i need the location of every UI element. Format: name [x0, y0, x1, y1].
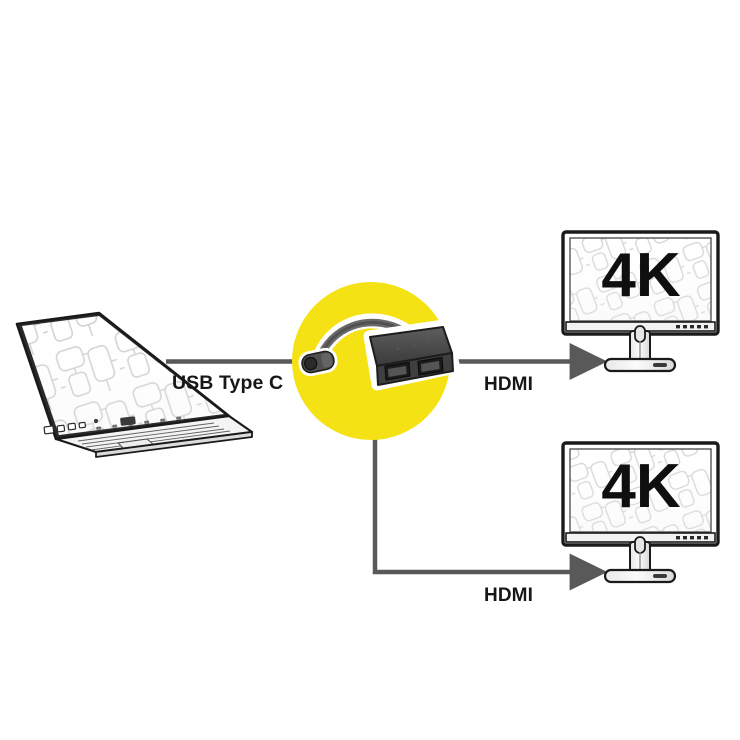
- monitor-bottom-controls[interactable]: [676, 536, 708, 540]
- usb-c-to-dual-hdmi-adapter: [298, 313, 461, 391]
- laptop-webcam-icon: [93, 418, 99, 424]
- laptop-illustration: [15, 311, 254, 458]
- adapter-hdmi-port-1: [384, 361, 411, 381]
- adapter-hdmi-port-2: [417, 356, 444, 376]
- monitor-top: [561, 230, 720, 373]
- connection-label-usb-c: USB Type C: [172, 372, 284, 394]
- laptop-screen: [15, 311, 231, 441]
- connection-line-hdmi-bottom: [372, 436, 608, 591]
- monitor-bottom: [561, 441, 720, 584]
- laptop-logo: [120, 416, 136, 426]
- monitor-bottom-4k-label: 4K: [601, 452, 680, 521]
- monitor-top-controls[interactable]: [676, 325, 708, 329]
- laptop-base: [54, 414, 254, 458]
- connection-label-hdmi-top: HDMI: [484, 374, 533, 395]
- laptop-ports: [43, 421, 87, 435]
- monitor-top-4k-label: 4K: [601, 241, 680, 310]
- usb-c-connector: [298, 347, 338, 377]
- connection-label-hdmi-bottom: HDMI: [484, 585, 533, 606]
- connection-lines: [166, 343, 608, 591]
- adapter-body: [363, 319, 461, 391]
